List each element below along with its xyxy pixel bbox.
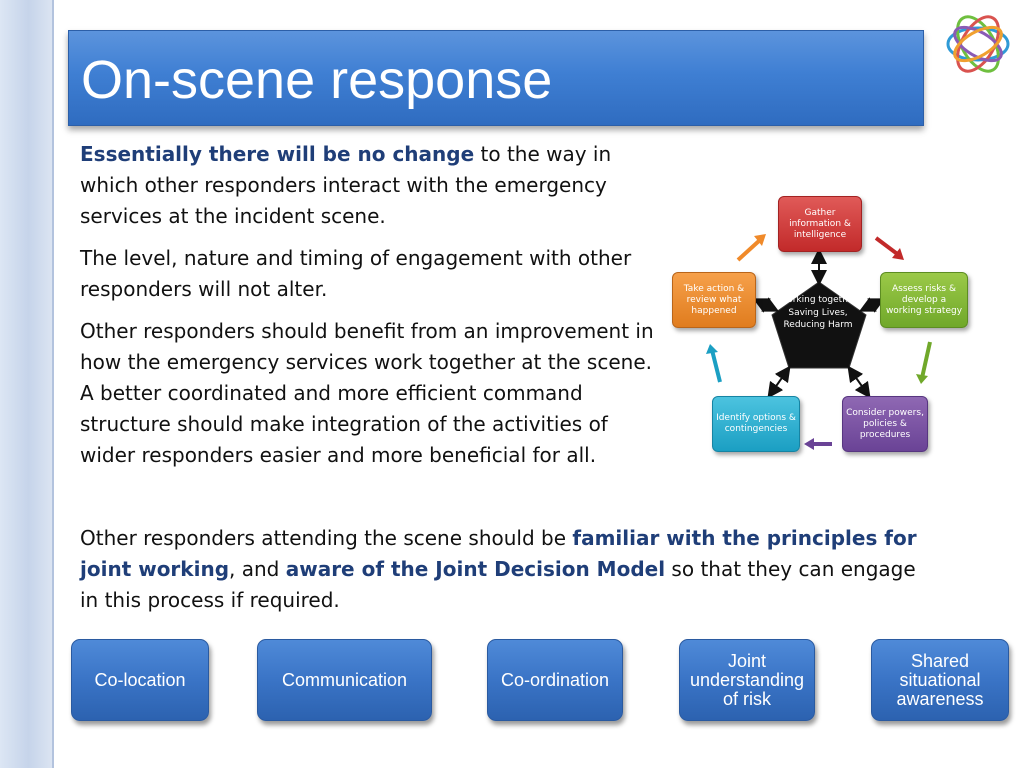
cycle-arrow-orange-head bbox=[754, 234, 766, 246]
center-label: Working together Saving Lives, Reducing … bbox=[778, 295, 858, 330]
center-pentagon bbox=[771, 281, 867, 369]
co-location-button[interactable]: Co-location bbox=[71, 639, 209, 721]
highlight-joint-decision-model: aware of the Joint Decision Model bbox=[285, 557, 666, 581]
left-decorative-bar bbox=[0, 0, 54, 768]
spoke-take-action bbox=[752, 297, 780, 313]
node-take-action: Take action & review what happened bbox=[672, 272, 756, 328]
knot-logo-icon bbox=[946, 15, 1010, 73]
node-identify-options: Identify options & contingencies bbox=[712, 396, 800, 452]
title-band: On-scene response bbox=[68, 30, 924, 126]
joint-understanding-of-risk-button[interactable]: Joint understanding of risk bbox=[679, 639, 815, 721]
shared-situational-awareness-button[interactable]: Shared situational awareness bbox=[871, 639, 1009, 721]
spoke-identify bbox=[767, 365, 791, 399]
node-consider-powers: Consider powers, policies & procedures bbox=[842, 396, 928, 452]
co-ordination-button[interactable]: Co-ordination bbox=[487, 639, 623, 721]
cycle-arrow-orange bbox=[736, 238, 762, 262]
paragraph-no-change: Essentially there will be no change to t… bbox=[80, 139, 658, 232]
joint-decision-model-diagram: Working together Saving Lives, Reducing … bbox=[668, 190, 972, 462]
closing-part-2: , and bbox=[229, 557, 286, 581]
diagram-connectors bbox=[706, 234, 932, 450]
cycle-arrow-green bbox=[920, 341, 932, 379]
closing-part-3: so that they can engage in this process … bbox=[80, 557, 916, 612]
page-title: On-scene response bbox=[81, 50, 553, 110]
closing-part-1: Other responders attending the scene sho… bbox=[80, 526, 573, 550]
spoke-assess bbox=[858, 297, 886, 313]
highlight-no-change: Essentially there will be no change bbox=[80, 142, 475, 166]
closing-text-block: Other responders attending the scene sho… bbox=[80, 523, 940, 616]
cycle-arrow-cyan-head bbox=[706, 344, 718, 354]
node-gather-information: Gather information & intelligence bbox=[778, 196, 862, 252]
paragraph-closing: Other responders attending the scene sho… bbox=[80, 523, 940, 616]
paragraph-benefit: Other responders should benefit from an … bbox=[80, 319, 654, 467]
spoke-consider bbox=[847, 365, 871, 399]
cycle-arrow-red-head bbox=[892, 248, 904, 260]
node-assess-risks: Assess risks & develop a working strateg… bbox=[880, 272, 968, 328]
communication-button[interactable]: Communication bbox=[257, 639, 432, 721]
highlight-joint-working: familiar with the principles for joint w… bbox=[80, 526, 917, 581]
paragraph-engagement: The level, nature and timing of engageme… bbox=[80, 246, 632, 301]
cycle-arrow-purple-head bbox=[804, 438, 814, 450]
paragraph-no-change-rest: to the way in which other responders int… bbox=[80, 142, 612, 228]
cycle-arrow-green-head bbox=[916, 374, 928, 384]
cycle-arrow-cyan bbox=[710, 349, 722, 383]
intro-text-block: Essentially there will be no change to t… bbox=[80, 139, 658, 482]
